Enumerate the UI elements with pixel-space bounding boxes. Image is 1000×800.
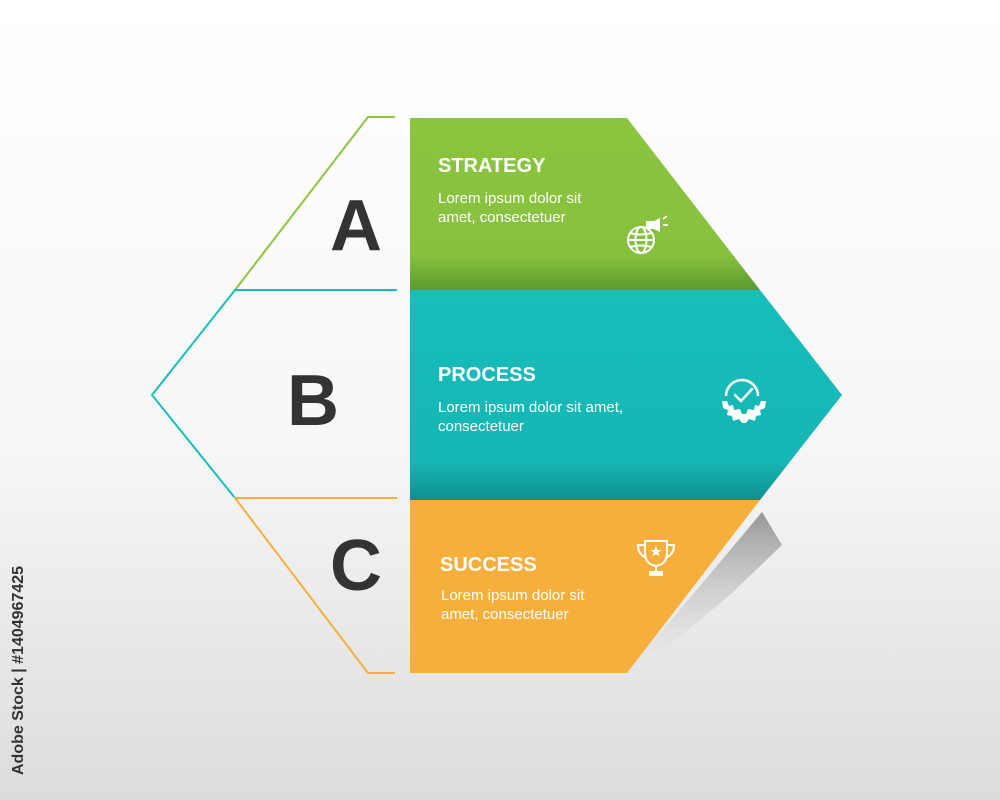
letter-b: B — [287, 361, 339, 441]
stock-credit: Adobe Stock | #1404967425 — [10, 565, 27, 775]
strategy-desc-line2: amet, consectetuer — [438, 209, 566, 226]
success-title: SUCCESS — [440, 554, 537, 576]
strategy-title: STRATEGY — [438, 155, 546, 177]
success-desc-line2: amet, consectetuer — [441, 606, 569, 623]
process-band — [410, 290, 842, 500]
letter-a: A — [330, 186, 382, 266]
left-outline — [150, 116, 397, 674]
trophy-icon — [636, 540, 676, 576]
success-desc-line1: Lorem ipsum dolor sit — [441, 587, 585, 604]
globe-megaphone-icon — [627, 215, 668, 254]
gear-check-icon — [722, 378, 766, 423]
process-desc-line2: consectetuer — [438, 418, 524, 435]
drop-shadow — [638, 512, 782, 660]
success-band — [410, 500, 760, 673]
process-desc-line1: Lorem ipsum dolor sit amet, — [438, 399, 623, 416]
strategy-desc-line1: Lorem ipsum dolor sit — [438, 190, 582, 207]
process-title: PROCESS — [438, 364, 536, 386]
strategy-band — [410, 118, 760, 290]
letter-c: C — [330, 526, 382, 606]
